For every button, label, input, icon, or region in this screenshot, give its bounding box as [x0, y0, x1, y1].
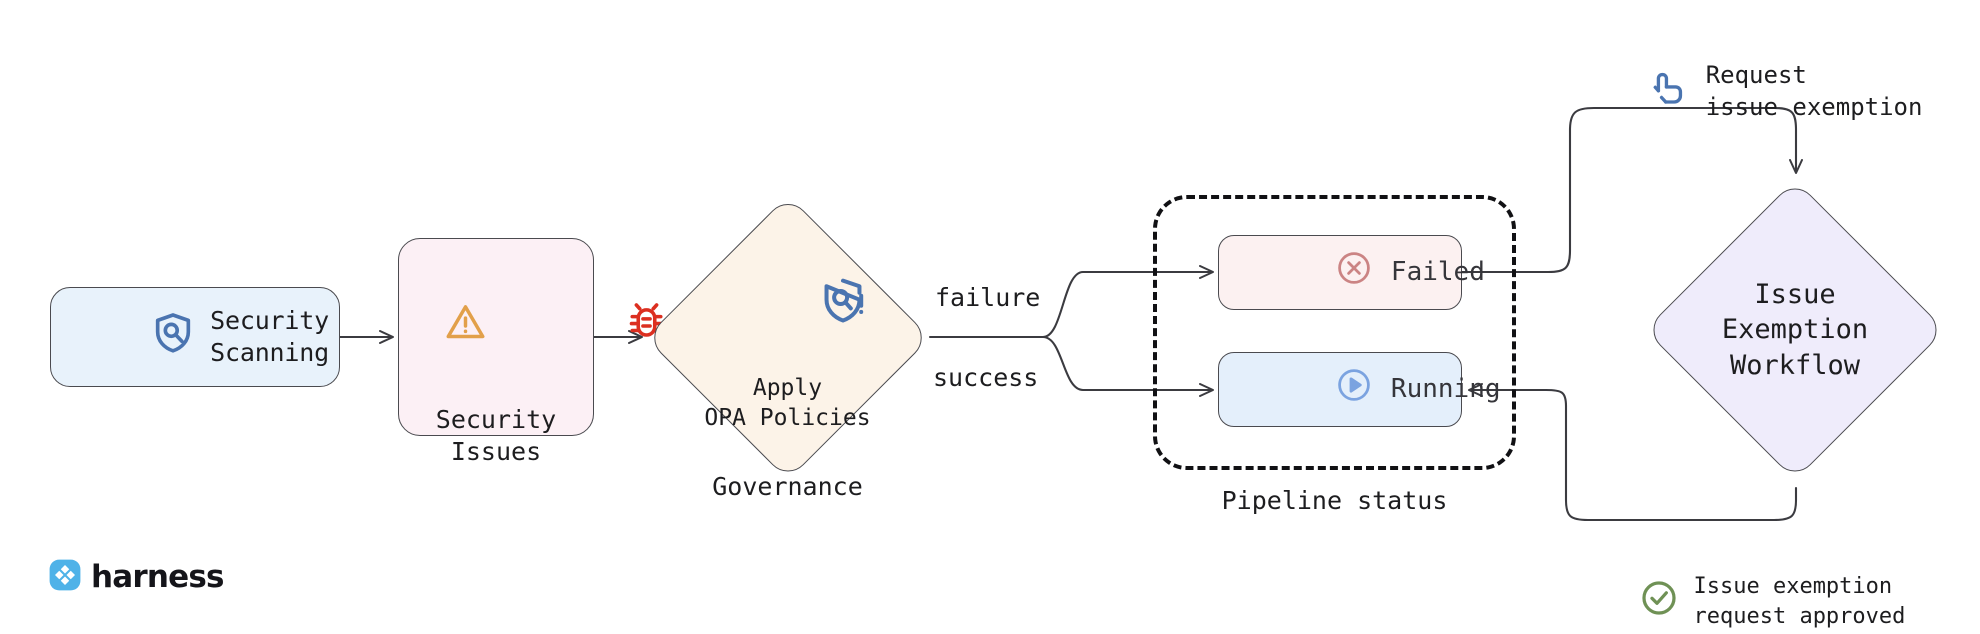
cluster-pipeline-status: [1153, 195, 1516, 470]
node-security-scanning[interactable]: Security Scanning: [50, 287, 340, 387]
node-label: Issue Exemption Workflow: [1721, 279, 1869, 381]
annotation-text: Request issue exemption: [1706, 60, 1923, 124]
diamond-content: Apply OPA Policies: [704, 245, 871, 433]
annotation-line-1: Issue exemption: [1693, 574, 1893, 600]
shield-search-icon: [61, 278, 196, 396]
node-status-running[interactable]: Running: [1218, 352, 1501, 427]
annotation-line-2: issue exemption: [1705, 93, 1923, 122]
annotation-line-2: request approved: [1693, 604, 1906, 630]
node-security-issues[interactable]: Security Issues: [398, 238, 664, 466]
annotation-line-1: Request: [1705, 61, 1807, 90]
warning-triangle-icon: [323, 267, 488, 384]
node-label: Apply OPA Policies: [704, 374, 871, 431]
edge-label-success: success: [933, 363, 1039, 392]
node-status-failed[interactable]: Failed: [1218, 235, 1485, 310]
x-circle-icon: [1241, 216, 1373, 330]
node-issue-exemption-workflow[interactable]: Issue Exemption Workflow: [1644, 179, 1946, 481]
harness-wordmark: harness: [91, 559, 224, 595]
edge-label-failure: failure: [935, 283, 1041, 312]
annotation-request-approved: Issue exemption request approved: [1560, 548, 1905, 634]
node-label: Security Scanning: [210, 306, 329, 367]
caption-governance: Governance: [712, 472, 863, 501]
annotation-request-exemption: Request issue exemption: [1563, 35, 1922, 150]
diamond-content: Issue Exemption Workflow: [1722, 277, 1868, 382]
status-label: Failed: [1390, 256, 1485, 287]
security-issue-icons: [323, 267, 670, 384]
shield-search-alert-icon: [706, 245, 869, 366]
hand-click-icon: [1563, 35, 1692, 150]
node-label: Security Issues: [435, 405, 557, 466]
caption-pipeline-status: Pipeline status: [1221, 486, 1448, 515]
harness-logo-icon: [48, 558, 82, 596]
status-label: Running: [1390, 373, 1501, 404]
annotation-text: Issue exemption request approved: [1693, 572, 1905, 632]
play-circle-icon: [1241, 333, 1373, 447]
node-apply-opa-policies[interactable]: Apply OPA Policies: [644, 194, 931, 481]
check-circle-icon: [1560, 548, 1679, 634]
harness-logo: harness: [48, 558, 224, 596]
